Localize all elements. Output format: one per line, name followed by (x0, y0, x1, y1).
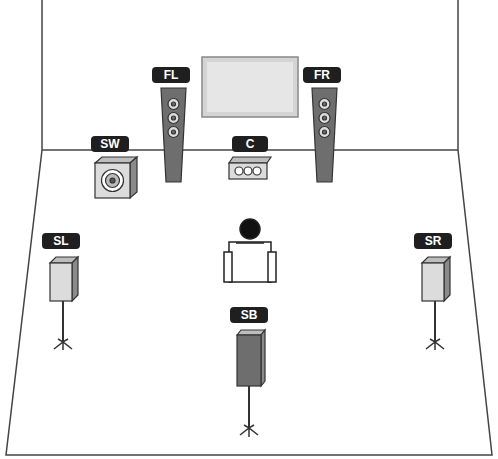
speaker-name: C (246, 138, 255, 150)
speaker-label: FL (152, 67, 190, 83)
speaker-name: SB (241, 309, 258, 321)
speaker-name: FL (164, 69, 179, 81)
speaker-name: SW (100, 138, 119, 150)
speaker-label: FR (303, 67, 341, 83)
speaker-label: SW (91, 136, 129, 152)
speaker-name: SL (53, 235, 68, 247)
speaker-name: SR (425, 235, 442, 247)
speaker-name: FR (314, 69, 330, 81)
speaker-label: SR (414, 233, 452, 249)
speaker-label: SB (230, 307, 268, 323)
speaker-label: C (232, 136, 268, 152)
speaker-label: SL (42, 233, 80, 249)
